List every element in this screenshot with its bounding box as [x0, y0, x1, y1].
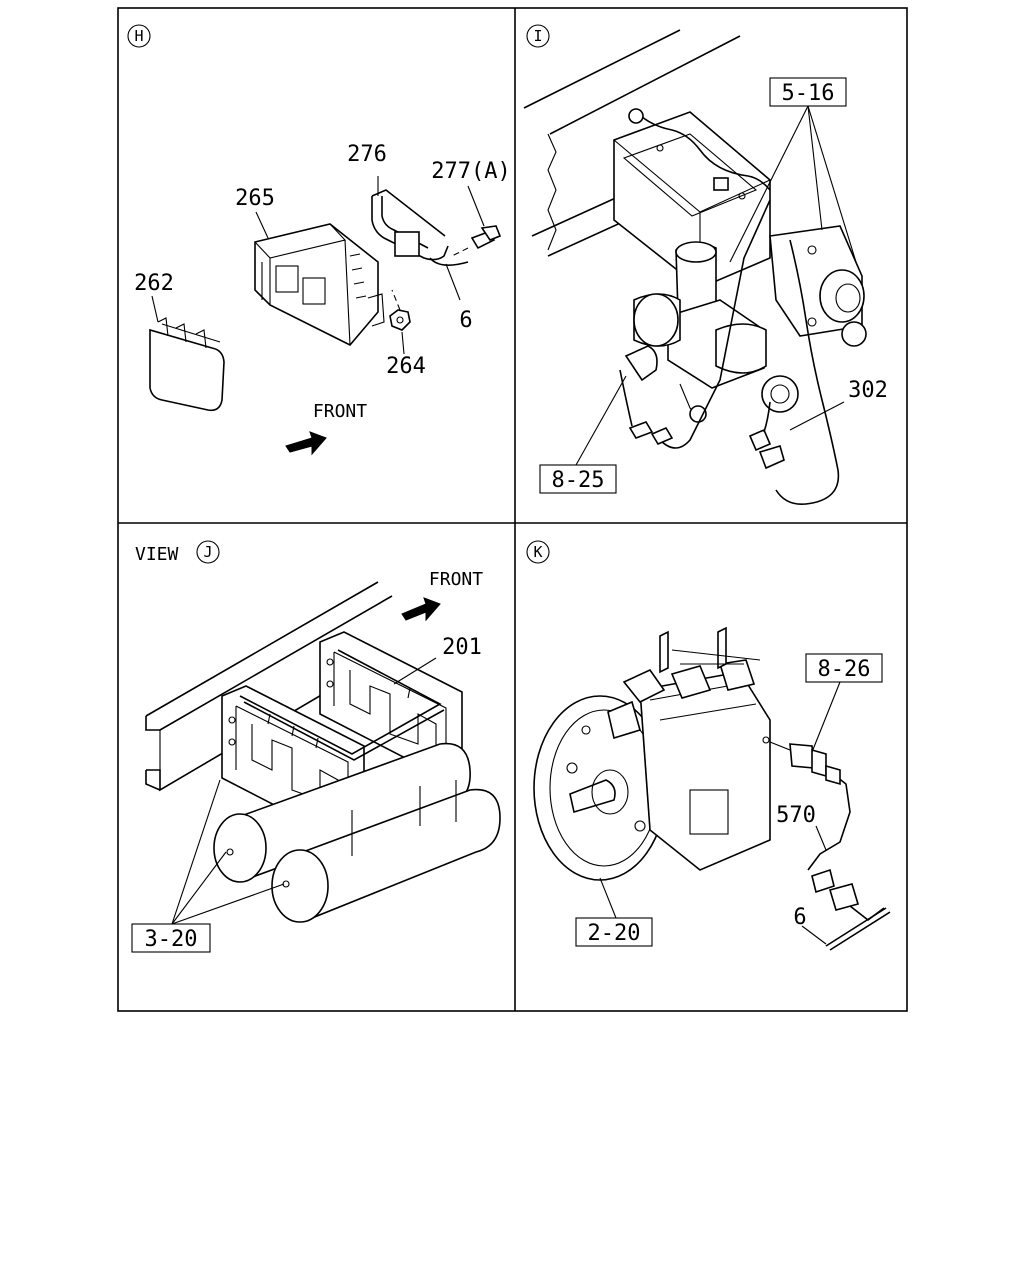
harness-276-drawing [371, 189, 469, 266]
panel-k-leaders [599, 681, 841, 945]
panel-k-marker: K [526, 540, 550, 564]
label-570: 570 [776, 803, 816, 828]
label-201: 201 [442, 635, 482, 660]
air-tanks-drawing [213, 742, 501, 923]
panel-i-marker: I [526, 24, 550, 48]
view-text-j: VIEW [135, 544, 179, 565]
label-262: 262 [134, 271, 174, 296]
sensor-8-26-drawing [789, 743, 827, 778]
panel-k: K [526, 540, 891, 951]
panel-i: I [523, 24, 888, 506]
strap-201-drawing [239, 649, 445, 761]
label-8-25[interactable]: 8-25 [552, 468, 605, 493]
svg-text:K: K [533, 543, 542, 561]
label-302: 302 [848, 378, 888, 403]
svg-text:H: H [134, 27, 143, 45]
ref-box-8-25 [539, 464, 617, 494]
front-text-h: FRONT [313, 401, 367, 422]
front-arrow-j [401, 597, 441, 622]
front-text-j: FRONT [429, 569, 483, 590]
ref-box-8-26 [805, 653, 883, 683]
valve-bracket-drawing [613, 111, 771, 289]
label-8-26[interactable]: 8-26 [818, 657, 871, 682]
panel-j: VIEW J [131, 540, 501, 953]
front-arrow-h [285, 431, 327, 456]
ref-box-2-20 [575, 917, 653, 947]
label-5-16[interactable]: 5-16 [782, 81, 835, 106]
panel-h-leaders [151, 176, 485, 355]
label-6-k: 6 [793, 905, 806, 930]
label-3-20[interactable]: 3-20 [145, 927, 198, 952]
frame-rail-i-drawing [523, 29, 741, 257]
wiring-connector-i-drawing [619, 199, 840, 506]
panel-j-marker: J [196, 540, 220, 564]
diagram-frame [117, 7, 908, 1012]
transmission-drawing [533, 626, 791, 881]
ref-box-5-16 [769, 77, 847, 107]
solenoid-assembly-drawing [633, 241, 799, 423]
label-2-20[interactable]: 2-20 [588, 921, 641, 946]
label-276: 276 [347, 142, 387, 167]
valve-body-drawing [769, 225, 867, 347]
panel-i-leaders [575, 105, 857, 466]
panel-h: H [127, 24, 511, 456]
label-6-h: 6 [459, 308, 472, 333]
label-265: 265 [235, 186, 275, 211]
bracket-262-drawing [149, 317, 225, 412]
svg-text:I: I [533, 27, 542, 45]
bolt-277-drawing [451, 225, 502, 257]
panel-j-leaders [171, 657, 437, 925]
harness-570-drawing [807, 764, 891, 951]
label-277a: 277(A) [431, 159, 510, 184]
wiring-top-i-drawing [628, 108, 771, 191]
label-264: 264 [386, 354, 426, 379]
ref-box-3-20 [131, 923, 211, 953]
panel-h-marker: H [127, 24, 151, 48]
control-unit-265-drawing [254, 223, 385, 346]
nut-264-drawing [389, 289, 411, 331]
svg-text:J: J [203, 543, 212, 561]
